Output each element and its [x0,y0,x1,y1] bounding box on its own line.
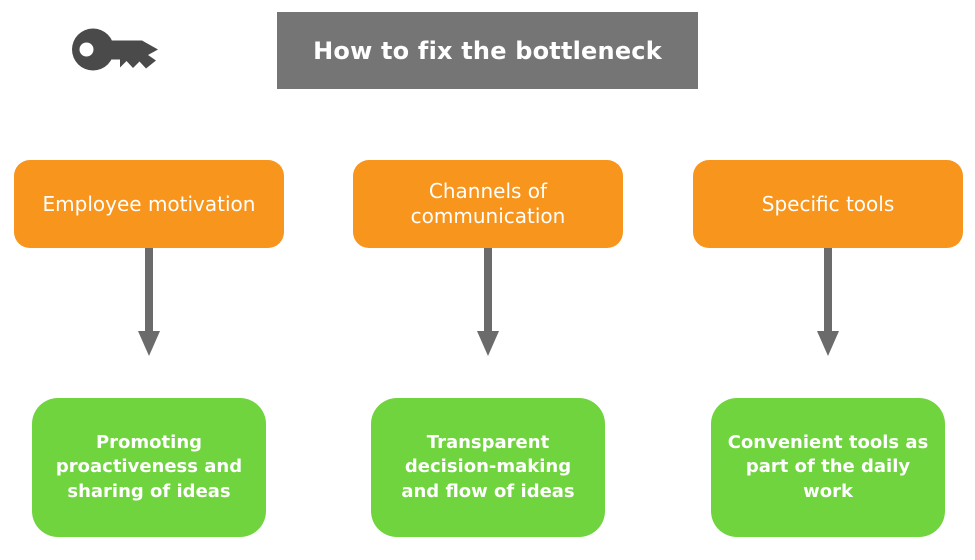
arrow-head [477,331,499,356]
arrow-shaft [145,248,153,331]
title-banner: How to fix the bottleneck [277,12,698,89]
column-specific-tools: Specific tools Convenient tools as part … [693,160,963,537]
cause-box: Specific tools [693,160,963,248]
key-icon [72,26,160,73]
cause-box: Employee motivation [14,160,284,248]
page-title: How to fix the bottleneck [313,36,662,65]
down-arrow [817,248,839,356]
cause-label: Specific tools [761,191,895,216]
solution-box: Promoting proactiveness and sharing of i… [32,398,266,537]
arrow-shaft [824,248,832,331]
down-arrow [477,248,499,356]
column-channels-of-communication: Channels of communication Transparent de… [353,160,623,537]
cause-box: Channels of communication [353,160,623,248]
solution-box: Convenient tools as part of the daily wo… [711,398,945,537]
solution-box: Transparent decision-making and flow of … [371,398,605,537]
arrow-head [817,331,839,356]
cause-label: Channels of communication [410,179,566,228]
solution-label: Promoting proactiveness and sharing of i… [55,432,243,502]
solution-label: Transparent decision-making and flow of … [401,432,575,502]
down-arrow [138,248,160,356]
cause-label: Employee motivation [42,191,256,216]
arrow-shaft [484,248,492,331]
column-employee-motivation: Employee motivation Promoting proactiven… [14,160,284,537]
arrow-head [138,331,160,356]
solution-label: Convenient tools as part of the daily wo… [727,432,929,502]
